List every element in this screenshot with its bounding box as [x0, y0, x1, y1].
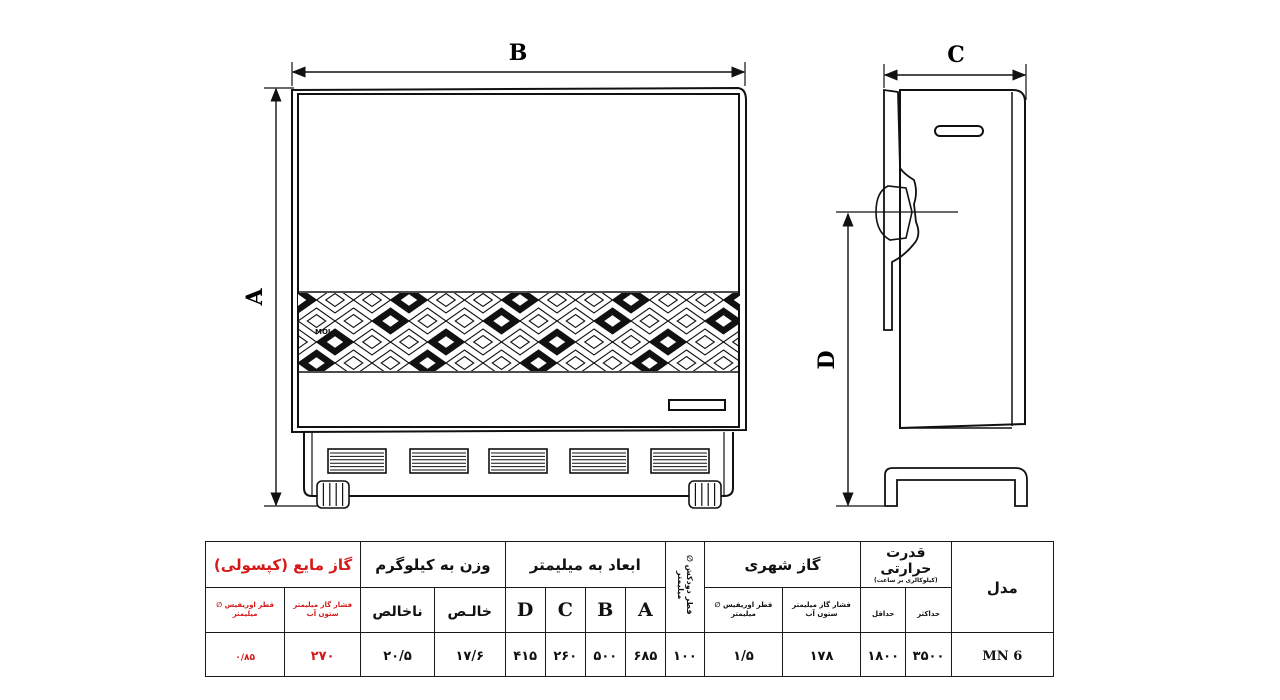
city-orifice-label: قطر اوریفیس ∅ میلیمتر [703, 587, 783, 633]
weight-header: وزن به کیلوگرم [360, 541, 506, 588]
side-stand [884, 467, 1028, 507]
technical-drawing: MOLA B A C D [242, 40, 1028, 509]
lpg-header: گاز مایع (کپسولی) [204, 541, 362, 588]
city-orifice-value: ۱/۵ [703, 632, 783, 677]
city-pressure-value: ۱۷۸ [781, 632, 862, 677]
heater-body-outline [291, 86, 747, 434]
dim-a-value: ۶۸۵ [624, 632, 666, 677]
dimension-label-a: A [242, 288, 268, 307]
lpg-orifice-label: قطر اوریفیس ∅ میلیمتر [204, 587, 286, 633]
gas-valve [883, 88, 920, 331]
dim-c-value: ۲۶۰ [544, 632, 586, 677]
vent-slot [650, 448, 710, 474]
foot [316, 480, 350, 509]
city-pressure-label: فشار گاز میلیمتر ستون آب [781, 587, 862, 633]
model-value: MN 6 [950, 632, 1055, 677]
flue-value: ۱۰۰ [664, 632, 705, 677]
foot [688, 480, 722, 509]
vent-slot [488, 448, 548, 474]
thermal-header: قدرت حرارتی (کیلوکالری بر ساعت) [860, 541, 952, 588]
front-view [264, 62, 747, 507]
dim-b-value: ۵۰۰ [584, 632, 626, 677]
gross-weight-label: ناخالص [360, 587, 435, 633]
base-vents [327, 448, 710, 474]
dimension-label-d: D [814, 350, 840, 369]
flue-header: قطر دودکش ∅ میلیمتر [664, 541, 705, 633]
side-view [836, 64, 1028, 507]
net-weight-value: ۱۷/۶ [433, 632, 506, 677]
brand-badge: MOLA [315, 328, 338, 336]
gross-weight-value: ۲۰/۵ [360, 632, 435, 677]
dim-d-value: ۴۱۵ [504, 632, 546, 677]
max-value: ۳۵۰۰ [905, 632, 952, 677]
control-slot [668, 399, 726, 411]
side-handle-slot [934, 125, 984, 137]
vent-slot [409, 448, 469, 474]
model-header: مدل [950, 541, 1055, 633]
dim-c-header: C [544, 587, 586, 633]
spec-table: مدل قدرت حرارتی (کیلوکالری بر ساعت) گاز … [204, 541, 1055, 677]
vent-slot [327, 448, 387, 474]
front-feet [316, 480, 722, 509]
net-weight-label: خالـص [433, 587, 506, 633]
lpg-pressure-value: ۲۷۰ [284, 632, 362, 677]
lpg-orifice-value: ۰/۸۵ [204, 632, 286, 677]
side-body-outline [899, 89, 1026, 430]
dim-d-header: D [504, 587, 546, 633]
dimension-label-b: B [509, 40, 528, 66]
vent-slot [569, 448, 629, 474]
min-label: حداقل [860, 587, 907, 633]
dims-header: ابعاد به میلیمتر [504, 541, 666, 588]
dim-a-header: A [624, 587, 666, 633]
lpg-pressure-label: فشار گاز میلیمتر ستون آب [284, 587, 362, 633]
decorative-grill [298, 293, 740, 371]
max-label: حداکثر [905, 587, 952, 633]
dim-b-header: B [584, 587, 626, 633]
dimension-label-c: C [947, 42, 965, 68]
min-value: ۱۸۰۰ [860, 632, 907, 677]
city-gas-header: گاز شهری [703, 541, 862, 588]
